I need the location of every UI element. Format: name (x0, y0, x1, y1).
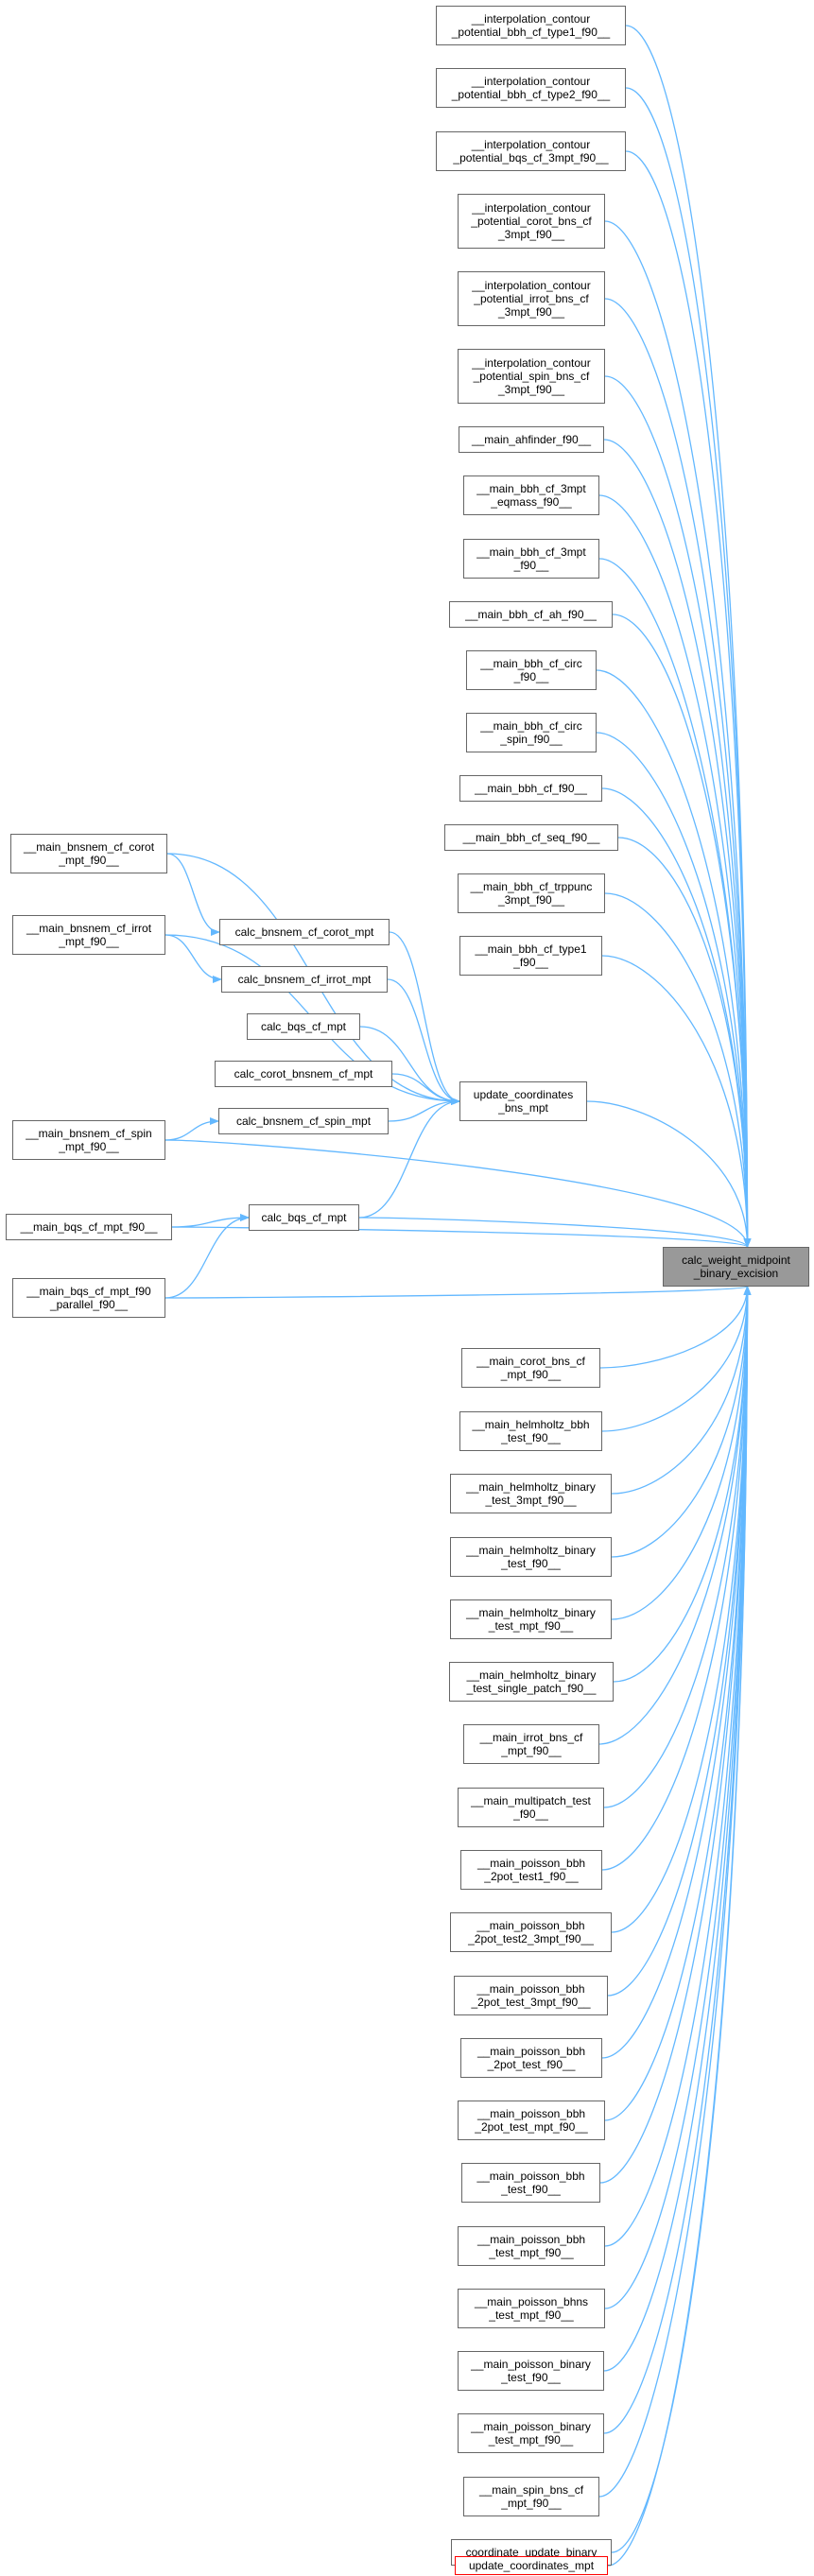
call-edge (604, 1286, 752, 2247)
call-edge (603, 1286, 752, 1808)
call-edge (598, 1286, 752, 2498)
entry-caller-node[interactable]: __main_bqs_cf_mpt_f90__ (6, 1214, 172, 1240)
call-edge (598, 494, 752, 1248)
call-edge (611, 1286, 752, 2553)
call-edge (601, 1286, 752, 2059)
caller-node[interactable]: __main_poisson_binary _test_f90__ (458, 2351, 604, 2391)
call-edge (603, 439, 752, 1248)
call-edge (601, 1286, 752, 1432)
call-edge (586, 1100, 752, 1248)
call-edge (604, 892, 752, 1248)
entry-caller-node[interactable]: __main_bqs_cf_mpt_f90 _parallel_f90__ (12, 1278, 165, 1318)
caller-node[interactable]: __main_bbh_cf_f90__ (459, 775, 602, 802)
intermediate-caller-node[interactable]: calc_bnsnem_cf_irrot_mpt (221, 966, 388, 993)
call-edge (165, 1139, 752, 1248)
caller-node[interactable]: __main_helmholtz_bbh _test_f90__ (459, 1411, 602, 1451)
caller-node[interactable]: __interpolation_contour _potential_irrot… (458, 271, 605, 326)
caller-node[interactable]: __main_poisson_bbh _test_f90__ (461, 2163, 600, 2203)
caller-node[interactable]: __main_bbh_cf_seq_f90__ (444, 824, 618, 851)
call-edge (387, 978, 460, 1105)
call-edge (599, 1286, 752, 1369)
caller-node[interactable]: __interpolation_contour _potential_bbh_c… (436, 6, 626, 45)
caller-node[interactable]: __main_multipatch_test _f90__ (458, 1788, 604, 1827)
caller-node[interactable]: __main_corot_bns_cf _mpt_f90__ (461, 1348, 600, 1388)
call-edge (165, 1117, 219, 1141)
caller-node[interactable]: __main_helmholtz_binary _test_single_pat… (449, 1662, 614, 1702)
caller-node-truncated[interactable]: update_coordinates_mpt (455, 2556, 608, 2575)
caller-node[interactable]: __interpolation_contour _potential_bqs_c… (436, 131, 626, 171)
focus-function-node: calc_weight_midpoint _binary_excision (663, 1247, 809, 1287)
intermediate-caller-node[interactable]: calc_bqs_cf_mpt (249, 1204, 359, 1231)
call-edge (389, 931, 460, 1105)
call-edge (601, 1286, 752, 1871)
caller-node[interactable]: __main_poisson_bbh _2pot_test_f90__ (460, 2038, 602, 2078)
call-edge (165, 934, 222, 983)
caller-node[interactable]: __main_ahfinder_f90__ (459, 426, 604, 453)
call-edge (165, 1214, 250, 1299)
caller-node[interactable]: __main_poisson_bhns _test_mpt_f90__ (458, 2289, 605, 2328)
caller-node[interactable]: __main_bbh_cf_3mpt _f90__ (463, 539, 599, 579)
intermediate-caller-node[interactable]: update_coordinates _bns_mpt (459, 1081, 587, 1121)
caller-node[interactable]: __main_helmholtz_binary _test_mpt_f90__ (450, 1599, 612, 1639)
caller-node[interactable]: __main_irrot_bns_cf _mpt_f90__ (463, 1724, 599, 1764)
caller-node[interactable]: __main_poisson_bbh _2pot_test2_3mpt_f90_… (450, 1912, 612, 1952)
call-edge (358, 1217, 752, 1248)
caller-node[interactable]: __main_poisson_bbh _test_mpt_f90__ (458, 2226, 605, 2266)
call-edge (625, 87, 752, 1248)
intermediate-caller-node[interactable]: calc_bnsnem_cf_spin_mpt (218, 1108, 389, 1134)
caller-node[interactable]: __main_helmholtz_binary _test_3mpt_f90__ (450, 1474, 612, 1513)
call-edge (611, 1286, 752, 1620)
call-edge (604, 375, 752, 1248)
entry-caller-node[interactable]: __main_bnsnem_cf_corot _mpt_f90__ (10, 834, 167, 873)
call-edge (625, 150, 752, 1248)
call-edge (612, 614, 752, 1248)
call-edge (165, 1286, 751, 1299)
caller-node[interactable]: __main_poisson_binary _test_mpt_f90__ (458, 2413, 604, 2453)
call-edge (607, 1286, 752, 2567)
caller-node[interactable]: __main_bbh_cf_type1 _f90__ (459, 936, 602, 976)
caller-node[interactable]: __main_bbh_cf_3mpt _eqmass_f90__ (463, 475, 599, 515)
caller-node[interactable]: __main_bbh_cf_trppunc _3mpt_f90__ (458, 873, 605, 913)
caller-node[interactable]: __main_poisson_bbh _2pot_test_mpt_f90__ (458, 2101, 605, 2140)
intermediate-caller-node[interactable]: calc_bnsnem_cf_corot_mpt (219, 919, 390, 945)
call-edge (171, 1226, 752, 1248)
call-edge (388, 1098, 460, 1122)
caller-node[interactable]: __main_bbh_cf_ah_f90__ (449, 601, 613, 628)
call-edge (611, 1286, 752, 1495)
caller-node[interactable]: __main_bbh_cf_circ _f90__ (466, 650, 597, 690)
call-edge (617, 837, 752, 1248)
call-edge (611, 1286, 752, 1558)
call-edge (603, 1286, 752, 2372)
call-edge (604, 298, 752, 1248)
call-edge (598, 1286, 752, 1745)
call-edge (171, 1214, 250, 1228)
call-edge (596, 732, 752, 1248)
call-edge (604, 220, 752, 1248)
caller-node[interactable]: __main_helmholtz_binary _test_f90__ (450, 1537, 612, 1577)
intermediate-caller-node[interactable]: calc_bqs_cf_mpt (247, 1013, 360, 1040)
caller-node[interactable]: __interpolation_contour _potential_corot… (458, 194, 605, 249)
caller-node[interactable]: __interpolation_contour _potential_bbh_c… (436, 68, 626, 108)
call-edge (596, 669, 752, 1248)
caller-node[interactable]: __main_poisson_bbh _2pot_test_3mpt_f90__ (454, 1976, 608, 2015)
call-edge (604, 1286, 752, 2309)
caller-node[interactable]: __main_poisson_bbh _2pot_test1_f90__ (460, 1850, 602, 1890)
entry-caller-node[interactable]: __main_bnsnem_cf_spin _mpt_f90__ (12, 1120, 165, 1160)
caller-node[interactable]: __main_bbh_cf_circ _spin_f90__ (466, 713, 597, 752)
call-edge (604, 1286, 752, 2121)
caller-node[interactable]: __interpolation_contour _potential_spin_… (458, 349, 605, 404)
caller-node[interactable]: __main_spin_bns_cf _mpt_f90__ (463, 2477, 599, 2516)
entry-caller-node[interactable]: __main_bnsnem_cf_irrot _mpt_f90__ (12, 915, 165, 955)
call-edge (611, 1286, 752, 1933)
call-edge (601, 955, 752, 1248)
call-edge (625, 25, 752, 1248)
call-edge (599, 1286, 752, 2184)
intermediate-caller-node[interactable]: calc_corot_bnsnem_cf_mpt (215, 1061, 392, 1087)
call-edge (166, 853, 220, 936)
